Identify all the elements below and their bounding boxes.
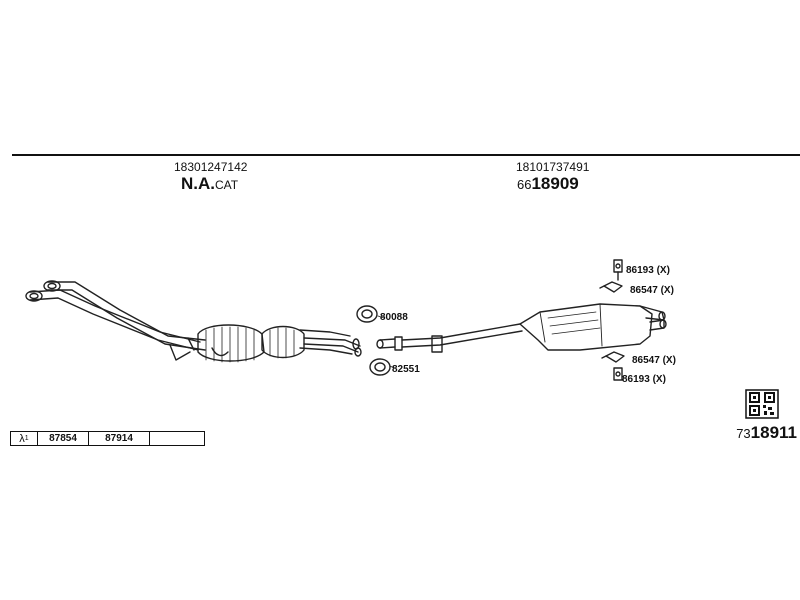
left-section-title: N.A.CAT (181, 174, 238, 194)
lambda-cell-1: 87854 (38, 432, 89, 445)
qr-code-icon (745, 389, 779, 419)
seal-ring-top (356, 305, 378, 323)
callout-ring-top: 80088 (380, 312, 408, 323)
hanger-top (599, 259, 623, 293)
left-title-main: N.A. (181, 174, 215, 193)
footer-ref-prefix: 73 (736, 426, 751, 441)
left-part-number: 18301247142 (174, 160, 248, 174)
twin-mid-pipes (299, 329, 362, 357)
lambda-symbol: λ (19, 432, 25, 445)
front-pipe-assembly (25, 280, 206, 361)
right-part-number: 18101737491 (516, 160, 590, 174)
callout-ring-bottom: 82551 (392, 364, 420, 375)
lambda-cell-2: 87914 (89, 432, 150, 445)
callout-clamp-bottom: 86193 (X) (622, 374, 666, 385)
right-ref-number: 18909 (531, 174, 579, 193)
lambda-cell-3 (150, 432, 204, 445)
right-section-ref: 6618909 (517, 174, 579, 194)
lambda-superscript: 1 (24, 435, 29, 442)
footer-ref-number: 18911 (750, 423, 797, 442)
left-title-suffix: CAT (215, 178, 239, 192)
callout-hanger-bottom: 86547 (X) (632, 355, 676, 366)
callout-hanger-top: 86547 (X) (630, 285, 674, 296)
footer-ref: 7318911 (736, 423, 797, 443)
callout-clamp-top: 86193 (X) (626, 265, 670, 276)
connection-pipe (376, 323, 523, 353)
top-rule (12, 154, 800, 156)
catalytic-converter-rear (261, 325, 305, 359)
rear-muffler (519, 303, 667, 351)
seal-ring-bottom (369, 358, 391, 376)
hanger-bottom (601, 351, 625, 381)
catalytic-converter-front (197, 324, 265, 363)
right-ref-prefix: 66 (517, 177, 532, 192)
